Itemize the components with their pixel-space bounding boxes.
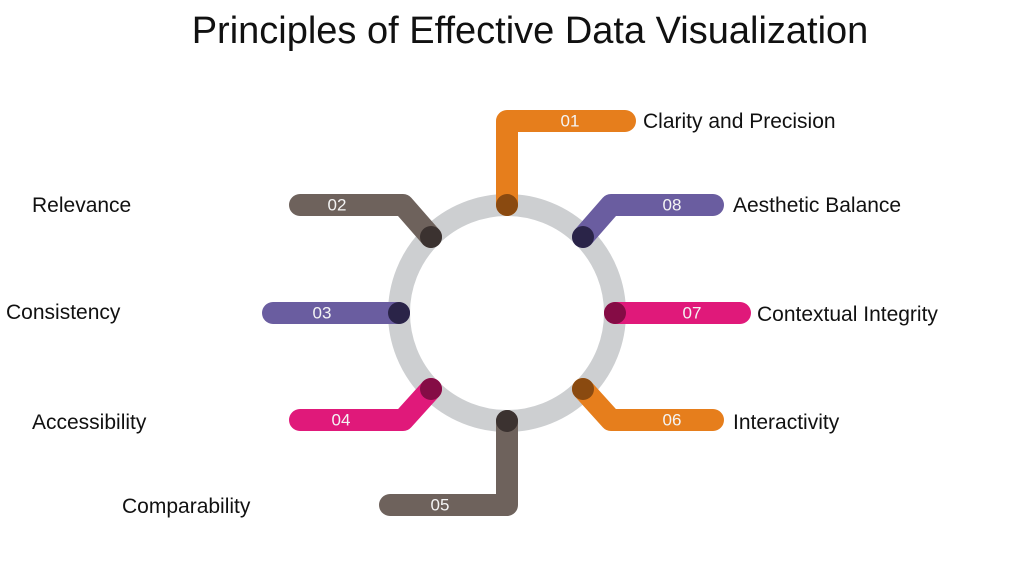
number-04: 04 xyxy=(332,411,351,430)
diagram-title: Principles of Effective Data Visualizati… xyxy=(191,10,869,52)
connector-dot xyxy=(496,194,518,216)
number-02: 02 xyxy=(328,196,347,215)
label-04: Accessibility xyxy=(32,411,147,434)
connector-03: 03 xyxy=(262,302,410,324)
connector-04: 04 xyxy=(289,378,442,431)
label-08: Aesthetic Balance xyxy=(733,194,902,217)
label-05: Comparability xyxy=(122,495,251,518)
label-03: Consistency xyxy=(6,301,121,324)
connector-line xyxy=(289,378,442,431)
label-07: Contextual Integrity xyxy=(757,303,938,326)
number-03: 03 xyxy=(313,304,332,323)
number-06: 06 xyxy=(663,411,682,430)
connector-dot xyxy=(388,302,410,324)
connector-dot xyxy=(572,378,594,400)
connector-05: 05 xyxy=(379,410,518,516)
label-02: Relevance xyxy=(32,194,132,217)
connector-dot xyxy=(604,302,626,324)
connector-line xyxy=(572,194,724,248)
connector-dot xyxy=(420,226,442,248)
connector-06: 06 xyxy=(572,378,724,431)
connector-line xyxy=(379,410,518,516)
connector-dot xyxy=(572,226,594,248)
number-01: 01 xyxy=(561,112,580,131)
connector-08: 08 xyxy=(572,194,724,248)
connector-dot xyxy=(420,378,442,400)
number-05: 05 xyxy=(431,496,450,515)
number-07: 07 xyxy=(683,304,702,323)
label-06: Interactivity xyxy=(733,411,840,434)
connector-01: 01 xyxy=(496,110,636,216)
connector-line xyxy=(572,378,724,431)
connector-07: 07 xyxy=(604,302,751,324)
label-01: Clarity and Precision xyxy=(643,110,836,133)
connector-line xyxy=(496,110,636,216)
connector-line xyxy=(289,194,442,248)
connector-dot xyxy=(496,410,518,432)
connector-02: 02 xyxy=(289,194,442,248)
number-08: 08 xyxy=(663,196,682,215)
